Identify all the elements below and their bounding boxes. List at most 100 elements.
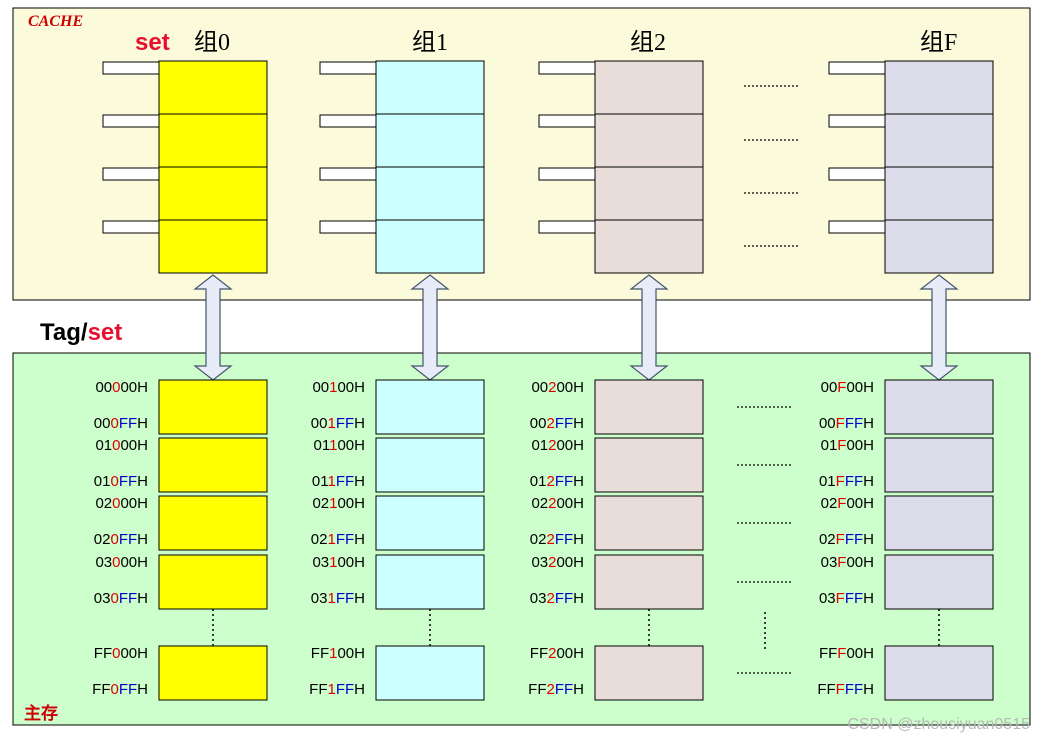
- address-segment: H: [573, 681, 584, 698]
- memory-block: [375, 379, 485, 435]
- address-segment: FF: [530, 645, 548, 662]
- address-segment: H: [863, 681, 874, 698]
- memory-address: 031FFH: [311, 590, 365, 607]
- address-segment: 0: [110, 415, 118, 432]
- cache-tag-slot: [319, 61, 377, 75]
- address-segment: 00H: [120, 554, 148, 571]
- address-segment: 2: [548, 495, 556, 512]
- memory-block: [884, 554, 994, 610]
- memory-address: FF100H: [311, 645, 365, 662]
- address-segment: 01: [94, 473, 111, 490]
- address-segment: 2: [548, 645, 556, 662]
- cache-line: [884, 60, 994, 115]
- cache-tag-slot: [538, 114, 596, 128]
- address-segment: FF: [845, 681, 863, 698]
- cache-tag-slot: [319, 220, 377, 234]
- address-segment: 03: [311, 590, 328, 607]
- memory-block: [594, 437, 704, 493]
- address-segment: FF: [119, 590, 137, 607]
- address-segment: F: [837, 495, 846, 512]
- address-segment: FF: [817, 681, 835, 698]
- cache-line: [158, 166, 268, 221]
- memory-address: 02FFFH: [819, 531, 874, 548]
- address-segment: 2: [548, 379, 556, 396]
- address-segment: FF: [555, 415, 573, 432]
- address-segment: 02: [530, 531, 547, 548]
- memory-address: 020FFH: [94, 531, 148, 548]
- address-segment: H: [573, 531, 584, 548]
- memory-address: 00100H: [312, 379, 365, 396]
- address-segment: 1: [329, 554, 337, 571]
- address-segment: 02: [95, 495, 112, 512]
- address-segment: F: [836, 681, 845, 698]
- memory-block: [594, 645, 704, 701]
- address-segment: F: [837, 437, 846, 454]
- group-label-2: 组2: [630, 29, 666, 56]
- memory-block: [375, 645, 485, 701]
- address-segment: FF: [336, 531, 354, 548]
- group-label-0: 组0: [194, 29, 230, 56]
- memory-address: FFFFFH: [817, 681, 874, 698]
- memory-block: [158, 437, 268, 493]
- address-segment: 0: [110, 531, 118, 548]
- address-segment: FF: [845, 415, 863, 432]
- address-segment: 0: [110, 473, 118, 490]
- address-segment: 00H: [556, 495, 584, 512]
- memory-address: 03200H: [531, 554, 584, 571]
- memory-block: [884, 495, 994, 551]
- address-segment: 00H: [120, 437, 148, 454]
- address-segment: 0: [112, 645, 120, 662]
- address-segment: 00H: [846, 495, 874, 512]
- cache-title: CACHE: [28, 13, 83, 30]
- cache-tag-slot: [102, 114, 160, 128]
- cache-line: [884, 166, 994, 221]
- address-segment: 1: [327, 681, 335, 698]
- address-segment: 00H: [846, 554, 874, 571]
- address-segment: 02: [311, 531, 328, 548]
- address-segment: FF: [336, 415, 354, 432]
- address-segment: 1: [327, 531, 335, 548]
- address-segment: FF: [92, 681, 110, 698]
- cache-tag-slot: [319, 167, 377, 181]
- memory-block: [375, 437, 485, 493]
- address-segment: 1: [329, 437, 337, 454]
- address-segment: 01: [95, 437, 112, 454]
- address-segment: 00H: [337, 495, 365, 512]
- memory-address: 02F00H: [821, 495, 874, 512]
- address-segment: H: [863, 531, 874, 548]
- address-segment: FF: [845, 473, 863, 490]
- memory-block: [375, 495, 485, 551]
- address-segment: H: [573, 415, 584, 432]
- memory-address: 03FFFH: [819, 590, 874, 607]
- memory-address: 010FFH: [94, 473, 148, 490]
- address-segment: 0: [112, 379, 120, 396]
- address-segment: FF: [845, 531, 863, 548]
- address-segment: 03: [819, 590, 836, 607]
- address-segment: H: [137, 681, 148, 698]
- cache-tag-slot: [828, 167, 886, 181]
- memory-block: [158, 495, 268, 551]
- address-segment: H: [137, 473, 148, 490]
- cache-line: [375, 166, 485, 221]
- address-segment: FF: [94, 645, 112, 662]
- cache-line: [158, 219, 268, 274]
- address-segment: 01: [819, 473, 836, 490]
- address-segment: F: [837, 554, 846, 571]
- address-segment: 02: [531, 495, 548, 512]
- address-segment: FF: [555, 473, 573, 490]
- address-segment: 00H: [846, 379, 874, 396]
- address-segment: H: [573, 590, 584, 607]
- address-segment: 00H: [556, 437, 584, 454]
- set-text: set: [88, 319, 123, 346]
- address-segment: 00: [531, 379, 548, 396]
- address-segment: H: [863, 415, 874, 432]
- address-segment: 0: [112, 495, 120, 512]
- address-segment: FF: [119, 415, 137, 432]
- address-segment: 00H: [120, 379, 148, 396]
- memory-address: 001FFH: [311, 415, 365, 432]
- cache-tag-slot: [538, 61, 596, 75]
- address-segment: 2: [548, 437, 556, 454]
- memory-address: FFF00H: [819, 645, 874, 662]
- address-segment: F: [836, 415, 845, 432]
- address-segment: F: [837, 379, 846, 396]
